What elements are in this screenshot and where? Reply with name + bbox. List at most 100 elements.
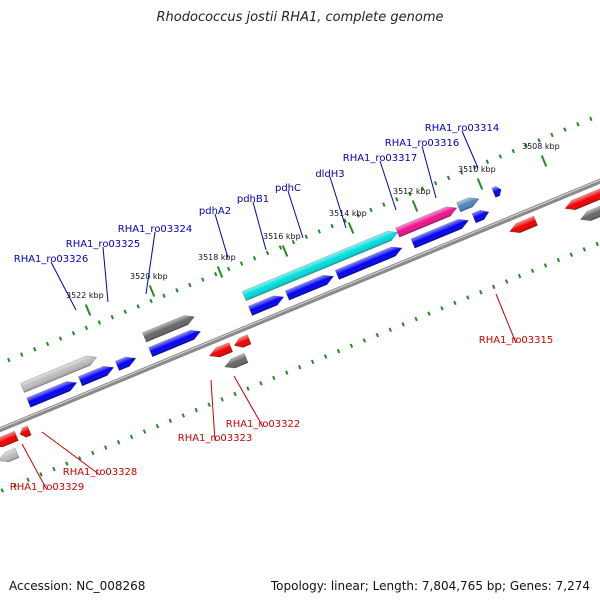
forward-gene-label[interactable]: RHA1_ro03314: [425, 123, 500, 134]
lower-scale-tick: [104, 445, 108, 450]
scale-tick-label: 3514 kbp: [329, 209, 367, 218]
upper-scale-tick: [84, 325, 89, 331]
upper-scale-tick: [317, 229, 321, 234]
forward-gene-label[interactable]: RHA1_ro03326: [14, 254, 89, 265]
label-leader-line: [41, 431, 101, 476]
lower-scale-tick: [336, 348, 341, 354]
lower-scale-tick: [272, 375, 276, 381]
forward-gene-arrow[interactable]: [334, 243, 403, 280]
lower-scale-tick: [207, 402, 211, 407]
lower-scale-tick: [13, 482, 17, 488]
major-scale-tick: [84, 304, 92, 316]
light-gene-arrow[interactable]: [0, 447, 20, 465]
upper-scale-tick: [459, 170, 464, 175]
light-gene-arrow[interactable]: [20, 353, 99, 393]
reverse-gene-arrow[interactable]: [0, 430, 19, 450]
reverse-gene-arrow[interactable]: [18, 425, 32, 439]
lower-scale-tick: [556, 257, 561, 263]
upper-scale-tick: [472, 164, 477, 170]
major-scale-tick: [476, 178, 484, 190]
upper-scale-tick: [123, 309, 127, 315]
reverse-gene-arrow[interactable]: [208, 342, 234, 360]
forward-gene-arrow[interactable]: [471, 207, 491, 224]
forward-gene-label[interactable]: pdhA2: [199, 206, 231, 217]
upper-scale-tick: [45, 341, 50, 347]
upper-scale-tick: [304, 234, 308, 240]
upper-scale-tick: [32, 347, 37, 352]
lower-scale-tick: [427, 311, 431, 316]
lower-scale-tick: [375, 332, 380, 338]
pseudo-gene-arrow[interactable]: [142, 312, 197, 343]
lower-scale-tick: [26, 477, 30, 482]
lower-scale-tick: [285, 370, 289, 375]
lower-scale-tick: [168, 418, 173, 424]
forward-gene-label[interactable]: RHA1_ro03325: [66, 239, 141, 250]
lower-scale-tick: [504, 279, 509, 284]
lower-scale-tick: [0, 488, 4, 493]
lower-scale-tick: [453, 300, 457, 306]
reverse-gene-arrow[interactable]: [233, 334, 252, 350]
forward-gene-label[interactable]: pdhC: [275, 183, 301, 194]
lower-scale-tick: [52, 466, 56, 472]
upper-scale-tick: [524, 143, 528, 148]
upper-scale-tick: [382, 202, 386, 207]
lower-scale-tick: [401, 322, 405, 327]
reverse-gene-label[interactable]: RHA1_ro03328: [63, 467, 138, 478]
forward-gene-arrow[interactable]: [248, 292, 285, 316]
forward-gene-label[interactable]: dldH3: [315, 169, 344, 180]
reverse-gene-label[interactable]: RHA1_ro03315: [479, 335, 554, 346]
upper-scale-tick: [162, 293, 166, 298]
upper-scale-tick: [485, 159, 490, 165]
reverse-gene-arrow[interactable]: [563, 188, 600, 214]
forward-gene-arrow[interactable]: [491, 185, 503, 198]
reverse-gene-label[interactable]: RHA1_ro03323: [178, 433, 253, 444]
forward-gene-arrow[interactable]: [115, 354, 137, 371]
forward-gene-arrow[interactable]: [78, 363, 115, 387]
scale-tick-label: 3510 kbp: [458, 165, 496, 174]
upper-scale-tick: [563, 127, 567, 132]
lower-scale-tick: [479, 289, 483, 295]
lower-scale-tick: [440, 306, 444, 311]
upper-scale-tick: [356, 213, 360, 218]
forward-gene-label[interactable]: RHA1_ro03324: [118, 224, 193, 235]
dldh-gene-arrow[interactable]: [395, 203, 459, 238]
forward-gene-label[interactable]: RHA1_ro03316: [385, 138, 460, 149]
label-leader-line: [145, 231, 156, 295]
lower-scale-tick: [530, 268, 535, 274]
reverse-gene-label[interactable]: RHA1_ro03322: [226, 419, 301, 430]
forward-gene-label[interactable]: pdhB1: [237, 194, 269, 205]
upper-scale-tick: [7, 357, 11, 363]
upper-scale-tick: [136, 304, 140, 309]
forward-gene-label[interactable]: RHA1_ro03317: [343, 153, 418, 164]
lower-scale-tick: [39, 472, 43, 477]
lower-scale-tick: [349, 343, 354, 349]
upper-scale-tick: [188, 282, 192, 288]
lower-scale-tick: [595, 241, 599, 247]
rna-gene-arrow[interactable]: [456, 194, 481, 213]
upper-scale-tick: [576, 122, 580, 127]
label-leader-line: [252, 201, 267, 251]
upper-scale-tick: [369, 207, 373, 213]
pseudo-gene-arrow[interactable]: [223, 353, 249, 371]
upper-scale-tick: [175, 288, 179, 293]
forward-gene-arrow[interactable]: [410, 216, 470, 249]
upper-scale-tick: [226, 266, 231, 272]
major-scale-tick: [540, 155, 548, 167]
upper-scale-tick: [278, 245, 283, 250]
upper-scale-tick: [97, 320, 102, 325]
label-leader-line: [461, 130, 479, 169]
lower-scale-tick: [582, 247, 586, 252]
forward-gene-arrow[interactable]: [26, 378, 79, 408]
upper-scale-tick: [291, 239, 296, 245]
reverse-gene-label[interactable]: RHA1_ro03329: [10, 482, 85, 493]
pdh-gene-arrow[interactable]: [241, 228, 399, 302]
lower-scale-tick: [220, 397, 224, 402]
label-leader-line: [233, 375, 264, 428]
label-leader-line: [379, 160, 397, 211]
lower-scale-tick: [310, 359, 315, 365]
forward-gene-arrow[interactable]: [285, 272, 335, 301]
reverse-gene-arrow[interactable]: [508, 215, 538, 236]
lower-scale-tick: [155, 423, 160, 429]
forward-gene-arrow[interactable]: [148, 327, 203, 358]
